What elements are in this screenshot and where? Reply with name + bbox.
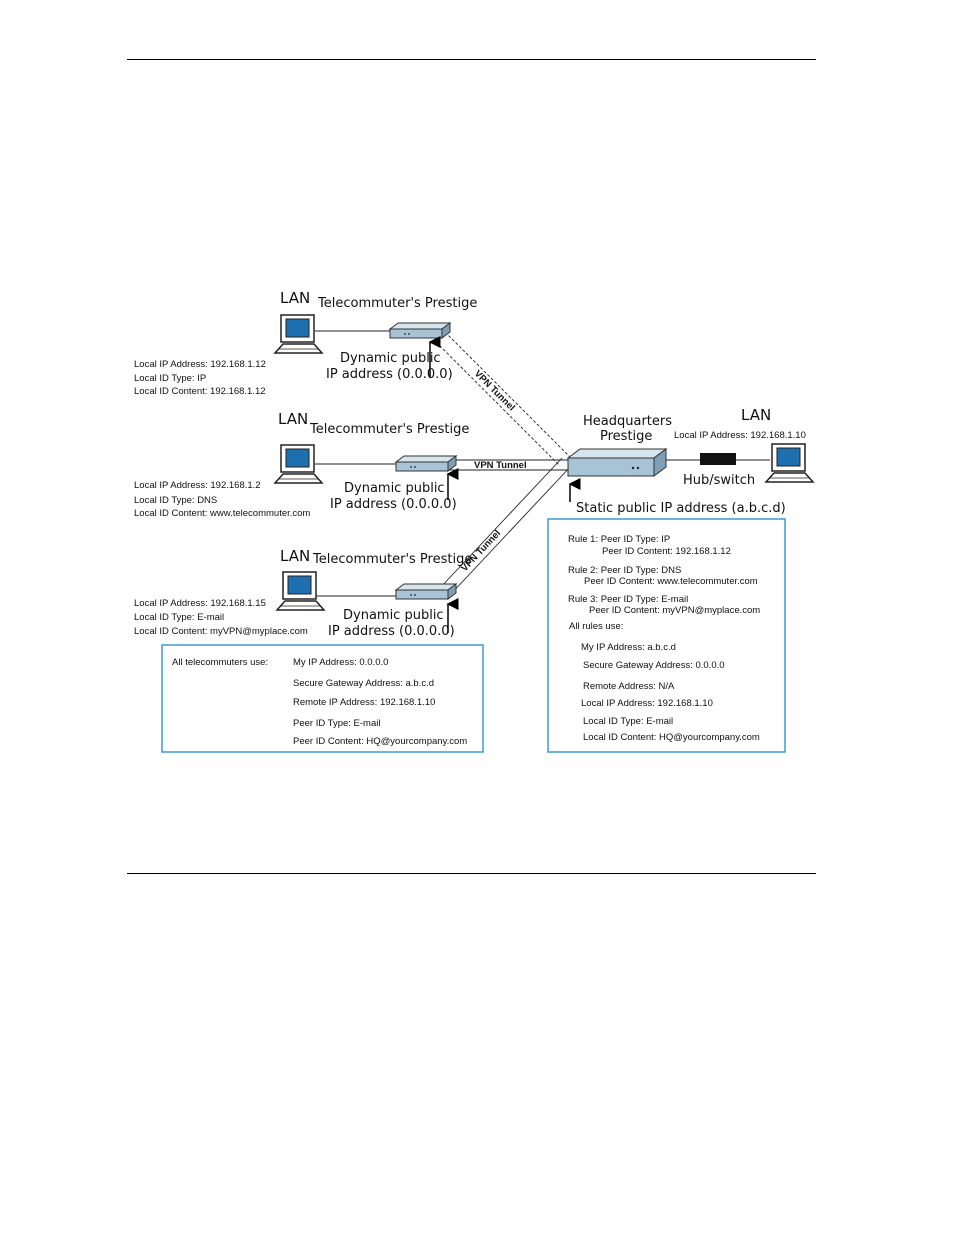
rule-line: Rule 3: Peer ID Type: E-mail [568,594,688,605]
all-rules-line: Local ID Content: HQ@yourcompany.com [583,732,760,743]
hq-lan-ip: Local IP Address: 192.168.1.10 [674,430,806,441]
local-info-line: Local IP Address: 192.168.1.12 [134,359,266,370]
static-ip-label: Static public IP address (a.b.c.d) [576,501,786,516]
wan-address-label: Dynamic public [343,608,444,623]
box-line: Secure Gateway Address: a.b.c.d [293,678,434,689]
local-info-line: Local ID Type: IP [134,373,206,384]
all-rules-line: My IP Address: a.b.c.d [581,642,676,653]
wan-address-label: IP address (0.0.0.0) [326,367,453,382]
all-rules-line: Remote Address: N/A [583,681,675,692]
lan-label: LAN [741,406,771,424]
computer-icon [274,314,323,354]
network-links [315,330,770,597]
hub-label: Hub/switch [683,473,755,488]
header-rule [127,59,816,60]
wan-address-label: IP address (0.0.0.0) [330,497,457,512]
router-icon [389,322,451,339]
rule-line: Peer ID Content: www.telecommuter.com [584,576,758,587]
computer-icon [274,444,323,484]
telecommuter-settings-box [161,644,484,753]
rule-line: Rule 1: Peer ID Type: IP [568,534,670,545]
hq-router-icon [566,448,668,477]
box-line: Remote IP Address: 192.168.1.10 [293,697,435,708]
local-info-line: Local IP Address: 192.168.1.15 [134,598,266,609]
hq-rules-box [547,518,786,753]
lan-label: LAN [278,410,308,428]
box-line: Peer ID Content: HQ@yourcompany.com [293,736,467,747]
device-label: Telecommuter's Prestige [309,422,469,437]
router-icon [395,455,457,472]
all-rules-heading: All rules use: [569,621,623,632]
computer-icon [276,571,325,611]
local-info-line: Local ID Content: www.telecommuter.com [134,508,310,519]
all-rules-line: Secure Gateway Address: 0.0.0.0 [583,660,725,671]
hq-label: Headquarters [583,414,672,429]
rule-line: Peer ID Content: myVPN@myplace.com [589,605,760,616]
rule-line: Rule 2: Peer ID Type: DNS [568,565,681,576]
wan-address-label: Dynamic public [344,481,445,496]
local-info-line: Local ID Type: E-mail [134,612,224,623]
vpn-tunnel-label: VPN Tunnel [472,368,517,413]
box-heading: All telecommuters use: [172,657,268,668]
device-label: Telecommuter's Prestige [312,552,472,567]
local-info-line: Local ID Content: 192.168.1.12 [134,386,266,397]
wan-address-label: IP address (0.0.0.0) [328,624,455,639]
lan-label: LAN [280,289,310,307]
lan-label: LAN [280,547,310,565]
all-rules-line: Local IP Address: 192.168.1.10 [581,698,713,709]
hub-switch-icon [700,453,736,465]
hq-label: Prestige [600,429,652,444]
rule-line: Peer ID Content: 192.168.1.12 [602,546,731,557]
box-line: My IP Address: 0.0.0.0 [293,657,388,668]
local-info-line: Local ID Content: myVPN@myplace.com [134,626,308,637]
router-icon [395,583,457,600]
vpn-tunnel-label: VPN Tunnel [474,460,527,471]
local-info-line: Local ID Type: DNS [134,495,217,506]
wan-address-label: Dynamic public [340,351,441,366]
footer-rule [127,873,816,874]
all-rules-line: Local ID Type: E-mail [583,716,673,727]
computer-icon [765,443,814,483]
box-line: Peer ID Type: E-mail [293,718,380,729]
device-label: Telecommuter's Prestige [317,296,477,311]
local-info-line: Local IP Address: 192.168.1.2 [134,480,261,491]
